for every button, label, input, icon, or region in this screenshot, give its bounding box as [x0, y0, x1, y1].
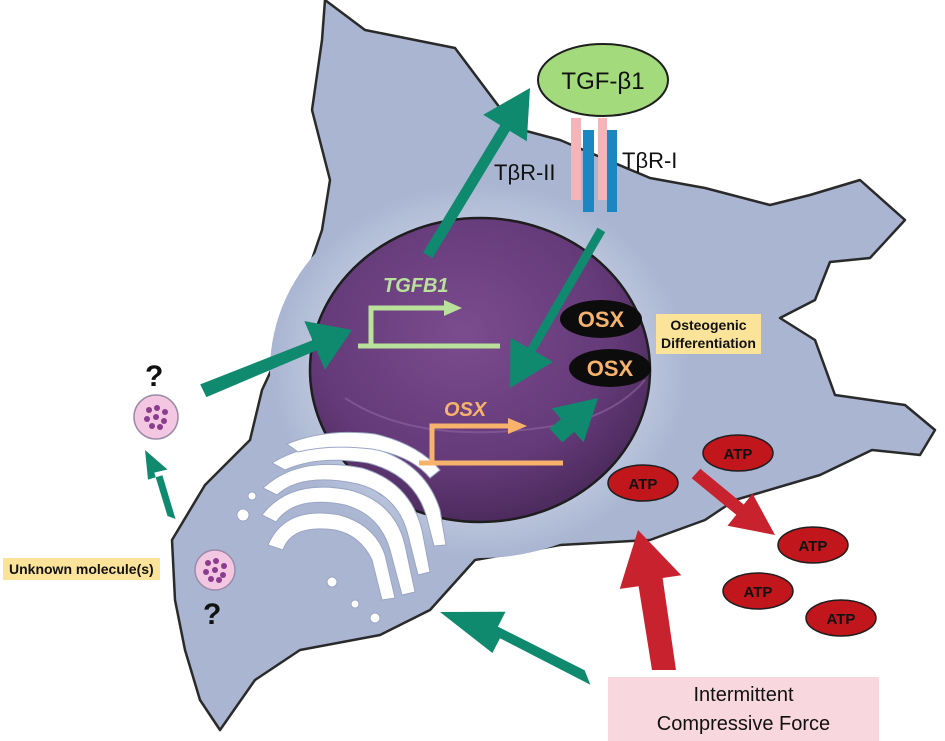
- arrow-receptor-to-osx: [510, 227, 606, 388]
- force-line1: Intermittent: [693, 684, 794, 706]
- outcome-line2: Differentiation: [661, 335, 756, 351]
- svg-text:ATP: ATP: [827, 611, 856, 628]
- osx-protein-2: [569, 349, 651, 387]
- tgfb1-gene-construct: [358, 305, 500, 349]
- svg-text:ATP: ATP: [799, 538, 828, 555]
- tgfb1-gene-label: TGFB1: [383, 275, 449, 297]
- osx-protein-1: [560, 300, 642, 338]
- force-line2: Compressive Force: [656, 713, 831, 735]
- receptor-tbr-ii: [571, 118, 607, 200]
- question-mark-upper: ?: [145, 360, 164, 393]
- arrow-tgfb1-to-ligand: [423, 88, 530, 259]
- outcome-line1: Osteogenic: [670, 317, 747, 333]
- receptor-tbr-i-label: TβR-I: [622, 148, 678, 173]
- osx-protein-2-label: OSX: [587, 356, 634, 381]
- osteogenic-differentiation-label: Osteogenic Differentiation: [656, 314, 761, 354]
- osx-gene-label: OSX: [444, 399, 488, 421]
- arrow-vesicle-up: [145, 450, 176, 519]
- vesicle-upper: [133, 394, 179, 440]
- tgfb1-gene-arrowhead: [444, 300, 462, 316]
- intermittent-compressive-force-box: Intermittent Compressive Force: [608, 677, 879, 741]
- osx-protein-1-label: OSX: [578, 307, 625, 332]
- atp-molecule: ATP: [805, 599, 877, 637]
- arrow-unknown-to-tgfb1: [200, 321, 352, 398]
- ligand-label: TGF-β1: [561, 68, 644, 95]
- svg-text:ATP: ATP: [724, 446, 753, 463]
- atp-molecule: ATP: [702, 434, 774, 472]
- golgi-apparatus: [236, 431, 447, 624]
- receptor-tbr-ii-label: TβR-II: [494, 160, 556, 185]
- osx-gene-arrowhead: [508, 418, 527, 434]
- svg-text:ATP: ATP: [629, 476, 658, 493]
- unknown-molecules-label: Unknown molecule(s): [3, 558, 160, 580]
- arrow-force-to-cell: [440, 611, 591, 685]
- osx-gene-construct: [419, 423, 563, 466]
- arrow-force-to-atp: [619, 530, 682, 670]
- atp-molecules: ATP ATP ATP ATP ATP: [607, 434, 877, 637]
- atp-molecule: ATP: [722, 572, 794, 610]
- receptor-tbr-i: [583, 130, 617, 212]
- atp-molecule: ATP: [777, 526, 849, 564]
- svg-text:ATP: ATP: [744, 584, 773, 601]
- arrow-osx-to-protein: [549, 398, 598, 443]
- vesicle-lower: [194, 549, 236, 591]
- arrow-atp-release: [691, 468, 775, 535]
- atp-molecule: ATP: [607, 464, 679, 502]
- tgf-beta1-ligand: [537, 43, 669, 117]
- question-mark-lower: ?: [203, 598, 222, 631]
- nucleus-highlight: [344, 379, 646, 434]
